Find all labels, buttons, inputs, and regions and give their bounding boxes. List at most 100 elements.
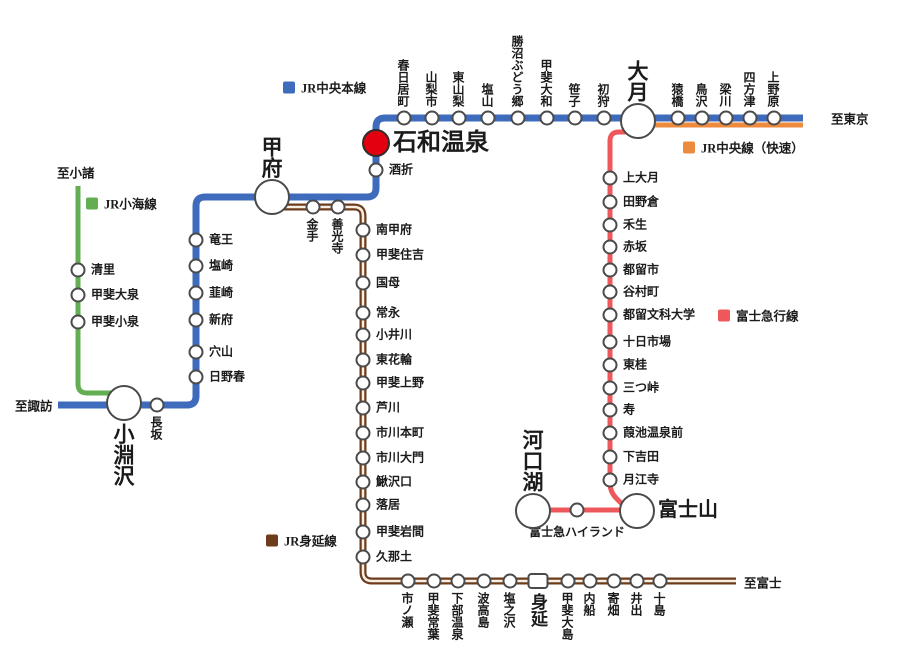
station-dot bbox=[424, 110, 440, 126]
station-label: 内船 bbox=[582, 592, 596, 616]
station-label: 塩之沢 bbox=[502, 592, 516, 628]
station-label: 笹子 bbox=[567, 83, 581, 107]
station-label: 小淵沢 bbox=[111, 423, 135, 486]
station-dot bbox=[602, 239, 618, 255]
station-label: 塩山 bbox=[480, 83, 494, 107]
station-dot bbox=[188, 285, 204, 301]
station-dot bbox=[502, 573, 518, 589]
station-label: 谷村町 bbox=[623, 284, 660, 299]
station-label: 東花輪 bbox=[376, 352, 413, 367]
station-dot bbox=[480, 110, 496, 126]
station-dot bbox=[355, 425, 371, 441]
legend-jr-chuo-rapid: JR中央線（快速） bbox=[683, 138, 804, 157]
legend-label: JR中央線（快速） bbox=[701, 141, 804, 156]
legend-fujikyu: 富士急行線 bbox=[718, 306, 799, 325]
station-label: 東山梨 bbox=[451, 71, 465, 107]
station-label: 猿橋 bbox=[670, 83, 684, 107]
station-label: 下吉田 bbox=[623, 449, 660, 464]
station-label: 四方津 bbox=[742, 71, 756, 107]
legend-label: 富士急行線 bbox=[736, 309, 799, 324]
station-dot bbox=[670, 110, 686, 126]
station-dot bbox=[742, 110, 758, 126]
station-label: 甲斐大泉 bbox=[91, 287, 140, 302]
station-label: 韮崎 bbox=[209, 285, 234, 300]
station-dot bbox=[106, 385, 142, 421]
station-label: 上野原 bbox=[766, 71, 780, 107]
station-label: 国母 bbox=[376, 275, 401, 290]
station-label: 芦川 bbox=[376, 400, 401, 415]
legend-swatch-icon bbox=[683, 141, 695, 153]
line-koumi bbox=[75, 186, 114, 396]
station-label: 塩崎 bbox=[209, 258, 234, 273]
station-dot bbox=[330, 199, 346, 215]
station-dot bbox=[305, 199, 321, 215]
station-label: 落居 bbox=[376, 497, 401, 512]
station-dot bbox=[602, 307, 618, 323]
edge-label-to-suwa: 至諏訪 bbox=[15, 399, 53, 414]
station-label: 市川本町 bbox=[376, 425, 425, 440]
station-dot bbox=[355, 275, 371, 291]
station-label: 大月 bbox=[625, 60, 649, 102]
station-dot bbox=[451, 110, 467, 126]
station-label: 鳥沢 bbox=[694, 83, 708, 107]
station-dot bbox=[188, 258, 204, 274]
legend-jr-chuo-main: JR中央本線 bbox=[283, 78, 366, 97]
station-label: 甲斐小泉 bbox=[91, 314, 140, 329]
station-dot bbox=[602, 284, 618, 300]
station-dot bbox=[602, 357, 618, 373]
station-label: 春日居町 bbox=[396, 59, 410, 107]
station-label: 赤坂 bbox=[623, 239, 648, 254]
station-label: 小井川 bbox=[376, 327, 413, 342]
station-dot bbox=[596, 110, 612, 126]
station-dot-highlight bbox=[362, 129, 390, 157]
station-dot bbox=[355, 352, 371, 368]
station-label: 甲斐岩間 bbox=[376, 524, 425, 539]
station-label: 市ノ瀬 bbox=[400, 592, 414, 628]
station-dot bbox=[619, 493, 655, 529]
station-dot bbox=[188, 312, 204, 328]
station-label: 寄畑 bbox=[606, 592, 620, 616]
station-dot bbox=[602, 472, 618, 488]
station-label: 河口湖 bbox=[520, 429, 544, 492]
station-dot bbox=[602, 334, 618, 350]
legend-label: JR小海線 bbox=[104, 197, 157, 212]
station-dot bbox=[694, 110, 710, 126]
station-dot bbox=[188, 344, 204, 360]
legend-label: JR中央本線 bbox=[301, 81, 367, 96]
station-label: 月江寺 bbox=[623, 472, 660, 487]
station-dot bbox=[515, 493, 551, 529]
station-label: 甲斐上野 bbox=[376, 375, 425, 390]
station-dot bbox=[396, 110, 412, 126]
station-label: 梁川 bbox=[718, 83, 732, 107]
station-dot bbox=[718, 110, 734, 126]
station-dot bbox=[355, 450, 371, 466]
line-minobu-inner bbox=[280, 205, 736, 583]
station-label: 長坂 bbox=[149, 416, 163, 440]
station-dot bbox=[400, 573, 416, 589]
station-dot bbox=[652, 573, 668, 589]
station-dot bbox=[355, 247, 371, 263]
legend-label: JR身延線 bbox=[284, 534, 337, 549]
station-dot bbox=[355, 222, 371, 238]
station-label: 竜王 bbox=[209, 232, 234, 247]
station-label: 十島 bbox=[652, 592, 666, 616]
station-label: 甲府 bbox=[259, 136, 283, 178]
station-label: 鰍沢口 bbox=[376, 474, 413, 489]
station-dot bbox=[602, 194, 618, 210]
station-dot bbox=[560, 573, 576, 589]
station-dot bbox=[629, 573, 645, 589]
legend-swatch-icon bbox=[283, 81, 295, 93]
station-label: 甲斐住吉 bbox=[376, 247, 425, 262]
station-dot bbox=[476, 573, 492, 589]
station-label: 常永 bbox=[376, 305, 401, 320]
station-dot bbox=[602, 402, 618, 418]
station-dot bbox=[355, 375, 371, 391]
station-label: 甲斐大島 bbox=[560, 592, 574, 640]
station-label: 清里 bbox=[91, 262, 116, 277]
station-dot bbox=[355, 497, 371, 513]
station-dot bbox=[602, 425, 618, 441]
station-label: 甲斐常葉 bbox=[426, 592, 440, 640]
station-dot bbox=[188, 232, 204, 248]
